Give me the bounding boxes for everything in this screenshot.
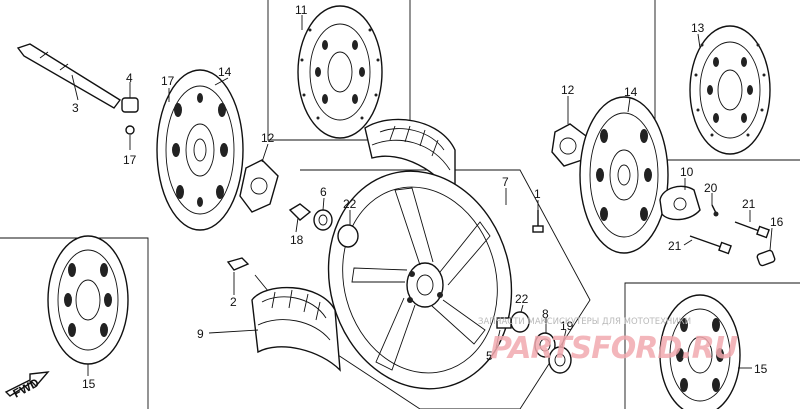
valve-cap-bolt (532, 210, 544, 233)
label-3: 3 (72, 101, 79, 115)
label-22-upper: 22 (343, 197, 357, 211)
speedometer-gear-retainer (288, 203, 312, 221)
inset-frame-left (0, 237, 149, 409)
axle-pinch-bolt-upper (734, 221, 770, 239)
label-15-right: 15 (754, 362, 768, 376)
label-17-upper: 17 (161, 74, 175, 88)
brake-disc-13 (689, 25, 771, 155)
brake-disc-left (156, 69, 244, 231)
label-21-upper: 21 (742, 197, 756, 211)
inset-frame-top-center (267, 0, 411, 141)
bolt-washer-lower (125, 125, 135, 135)
label-1: 1 (534, 187, 541, 201)
label-12-left: 12 (261, 131, 275, 145)
label-14-right: 14 (624, 85, 638, 99)
label-19: 19 (560, 319, 574, 333)
label-22-lower: 22 (515, 292, 529, 306)
label-17-lower: 17 (123, 153, 137, 167)
label-11: 11 (295, 3, 308, 17)
label-2: 2 (230, 295, 237, 309)
label-14-left: 14 (218, 65, 232, 79)
distance-collar (496, 317, 512, 329)
watermark: ЗАПЧАСТИ МАКСИСКУТЕРЫ ДЛЯ МОТОТЕХНИКИ PA… (478, 317, 739, 366)
inset-frame-bottom-right (624, 282, 800, 409)
tire-upper (364, 118, 456, 201)
part-labels: 3 4 17 17 14 12 11 13 12 14 7 1 10 20 21… (72, 3, 784, 391)
brake-disc-15-left (47, 235, 129, 365)
label-12-right: 12 (561, 83, 575, 97)
label-10: 10 (680, 165, 694, 179)
disc-shim-left (239, 159, 279, 213)
label-8: 8 (542, 307, 549, 321)
dust-seal-left (313, 209, 333, 231)
tire-lower (251, 286, 341, 372)
bearing-left (337, 224, 359, 248)
label-4: 4 (126, 71, 133, 85)
watermark-brand: PARTSFORD.RU (490, 331, 738, 366)
label-18: 18 (290, 233, 304, 247)
dust-seal-right (534, 332, 556, 358)
brake-disc-11 (297, 5, 383, 139)
axle-pinch-bolt-lower (689, 235, 732, 255)
side-collar (548, 346, 572, 374)
label-9: 9 (197, 327, 204, 341)
gearbox-screw (711, 204, 719, 217)
brake-disc-15-right (659, 294, 741, 409)
brake-disc-right (579, 96, 669, 254)
forward-arrow: FWD (4, 371, 50, 401)
label-15-left: 15 (82, 377, 96, 391)
label-6: 6 (320, 185, 327, 199)
label-7: 7 (502, 175, 509, 189)
leader-lines (71, 15, 773, 376)
label-5: 5 (486, 349, 493, 363)
speedometer-gearbox (659, 185, 701, 221)
tire-valve (226, 257, 250, 271)
label-20: 20 (704, 181, 718, 195)
axle-spacer (121, 97, 139, 113)
label-16: 16 (770, 215, 784, 229)
axle-nut (756, 249, 776, 267)
label-21-lower: 21 (668, 239, 682, 253)
cast-wheel (327, 170, 513, 390)
label-13: 13 (691, 21, 705, 35)
front-axle (16, 43, 122, 109)
watermark-caption: ЗАПЧАСТИ МАКСИСКУТЕРЫ ДЛЯ МОТОТЕХНИКИ (478, 317, 691, 327)
